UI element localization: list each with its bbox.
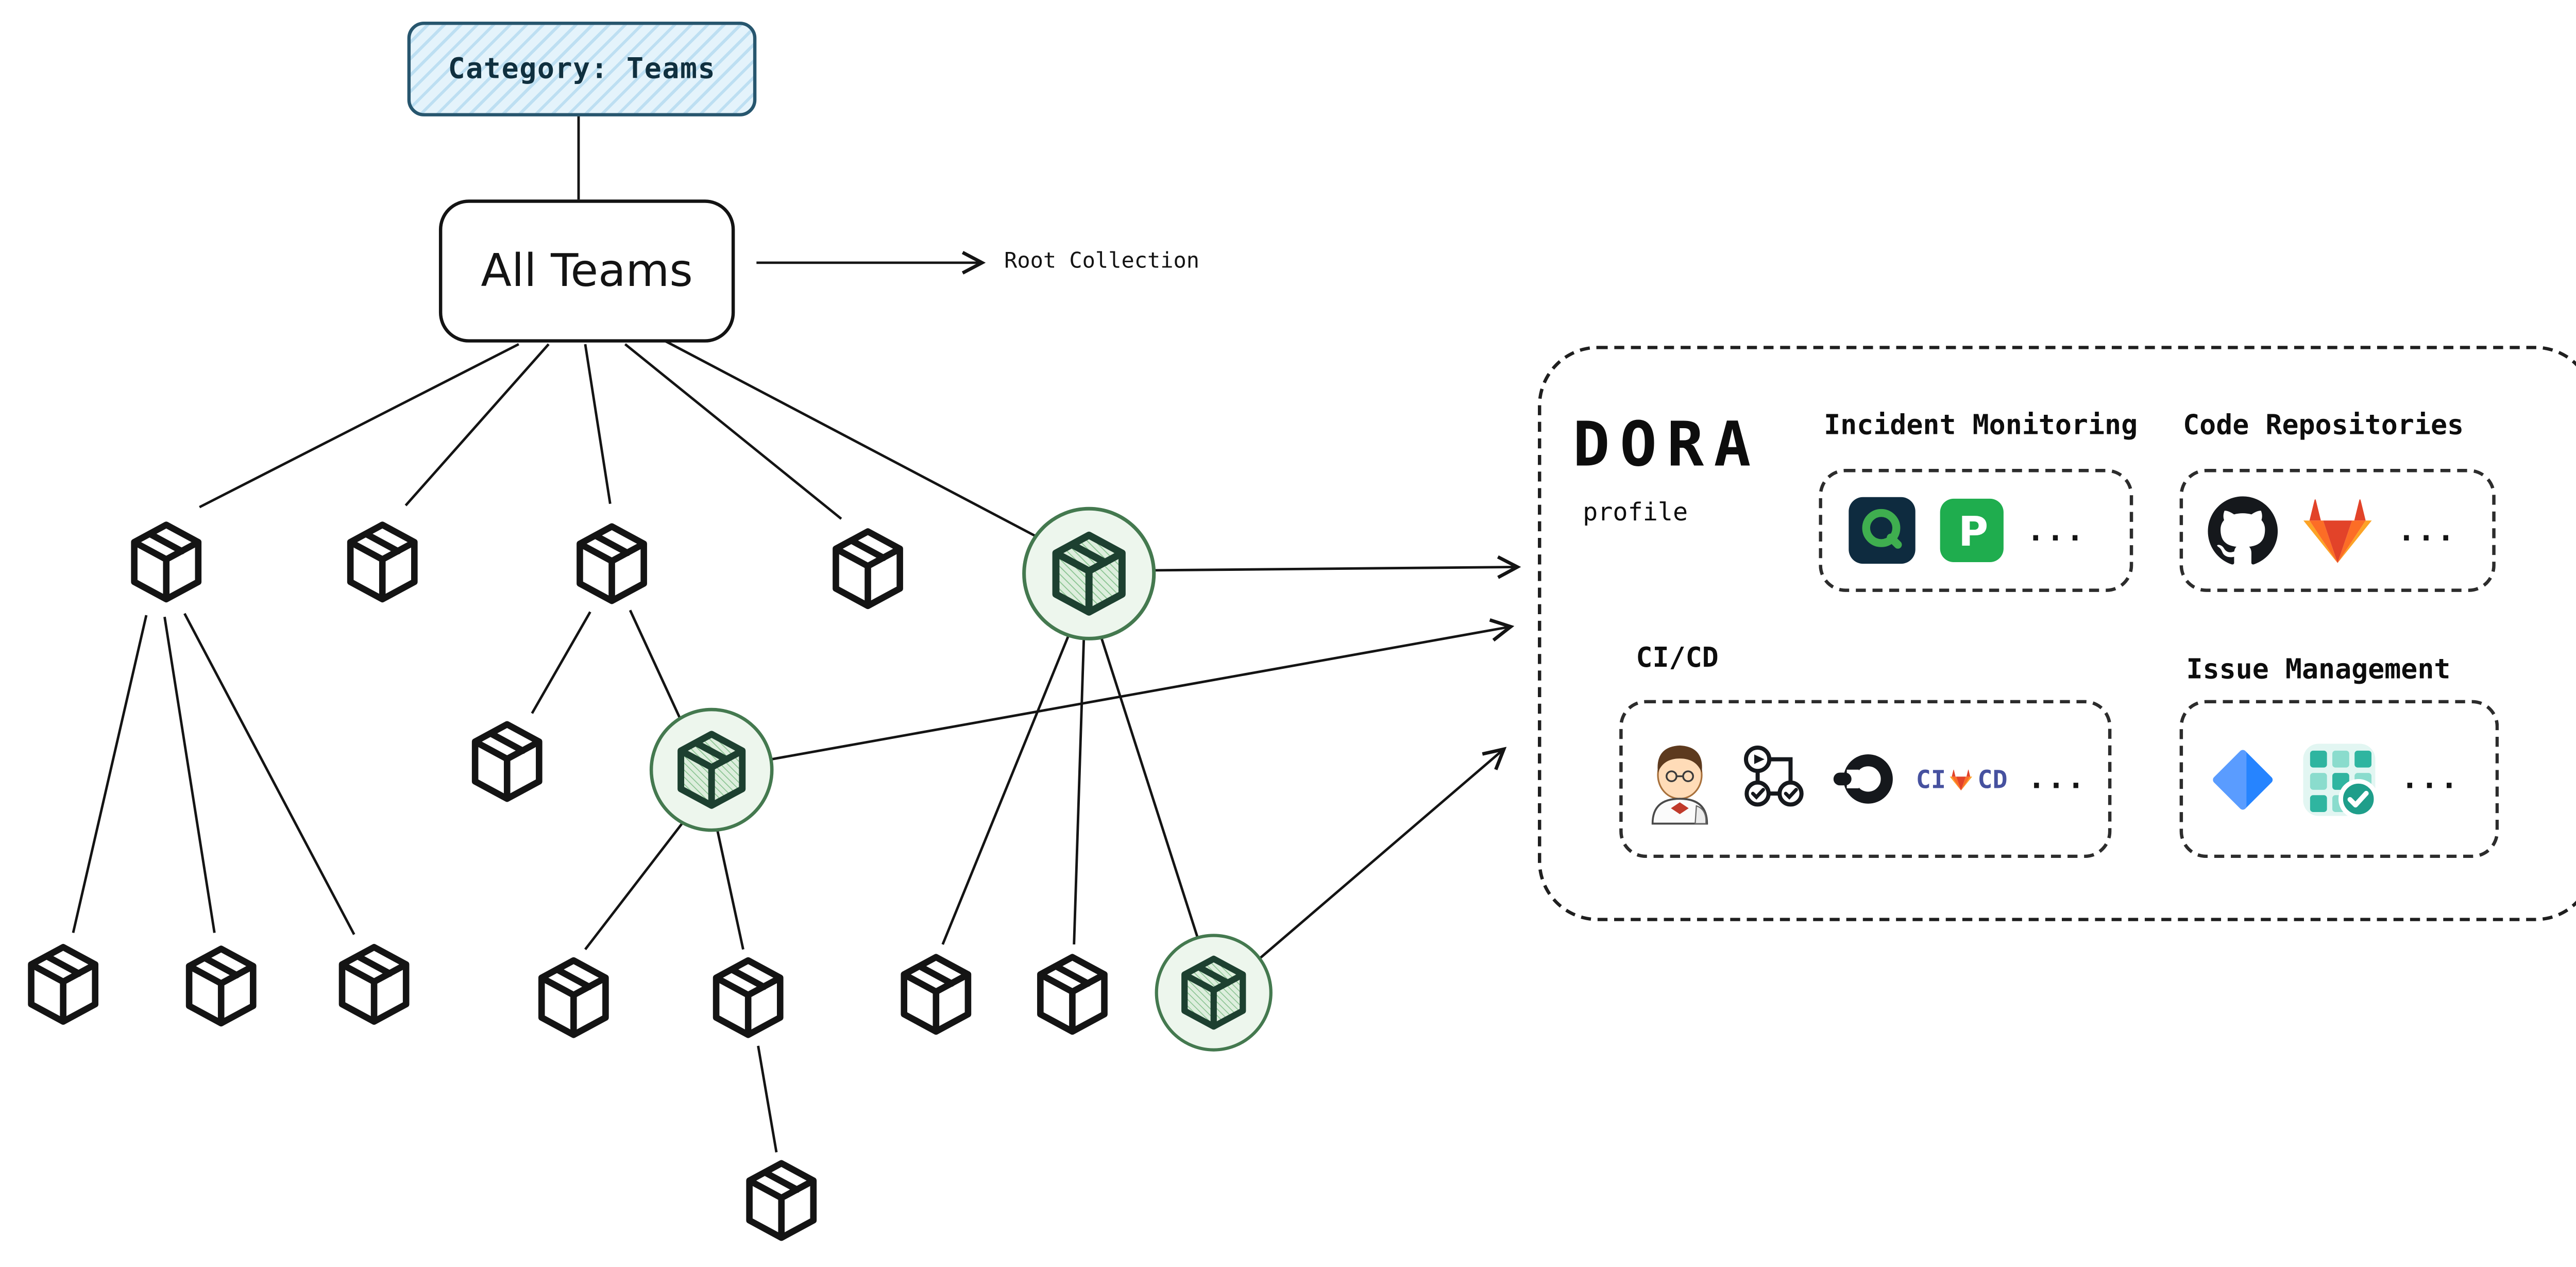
dora-subtitle: profile (1583, 497, 1688, 527)
gitlab-tanuki-small-icon (1950, 769, 1973, 790)
circleci-icon (1833, 754, 1893, 804)
team-collection-cube-icon (530, 954, 617, 1041)
root-collection-label: All Teams (481, 245, 693, 297)
dora-enabled-team-cube-icon (1019, 504, 1159, 644)
code-repositories-label: Code Repositories (2183, 409, 2464, 441)
kanban-board-check-icon (2303, 742, 2379, 818)
team-collection-cube-icon (464, 718, 550, 805)
code-repositories-box: ... (2179, 469, 2496, 592)
github-icon (2208, 496, 2278, 565)
gitlab-cicd-cd-text: CD (1977, 764, 2008, 794)
team-collection-cube-icon (331, 941, 417, 1028)
root-collection-node: All Teams (438, 199, 735, 343)
jenkins-icon (1651, 745, 1708, 824)
jira-icon (2213, 749, 2273, 809)
incident-monitoring-label: Incident Monitoring (1824, 409, 2138, 441)
pagerduty-letter: P (1958, 508, 1988, 555)
category-label: Category: Teams (448, 52, 716, 86)
team-collection-cube-icon (178, 943, 264, 1029)
gitlab-cicd-ci-text: CI (1916, 764, 1946, 794)
dora-enabled-team-cube-icon (647, 705, 776, 835)
cicd-more-ellipsis: ... (2027, 761, 2087, 797)
team-collection-cube-icon (20, 941, 107, 1028)
issues-more-ellipsis: ... (2400, 761, 2460, 797)
team-collection-cube-icon (825, 526, 911, 612)
dora-enabled-team-cube-icon (1152, 931, 1275, 1054)
team-collection-cube-icon (738, 1157, 825, 1244)
team-collection-cube-icon (1029, 951, 1116, 1038)
incident-more-ellipsis: ... (2026, 513, 2086, 548)
gitlab-icon (2303, 499, 2372, 563)
dora-title: DORA (1572, 409, 1761, 481)
root-collection-annotation: Root Collection (1004, 249, 1200, 275)
team-collection-cube-icon (123, 519, 210, 605)
team-collection-cube-icon (339, 519, 426, 605)
cicd-label: CI/CD (1636, 641, 1719, 673)
team-collection-cube-icon (705, 954, 791, 1041)
incident-monitoring-box: P ... (1819, 469, 2133, 592)
pagerduty-icon: P (1940, 498, 2004, 563)
workflow-pipeline-icon (1743, 745, 1803, 806)
team-collection-cube-icon (893, 951, 979, 1038)
issue-management-box: ... (2179, 700, 2499, 858)
repos-more-ellipsis: ... (2397, 513, 2457, 548)
team-collection-cube-icon (569, 520, 655, 607)
oncall-q-icon (1849, 497, 1916, 564)
gitlab-cicd-icon: CI CD (1916, 764, 2008, 794)
category-box: Category: Teams (407, 21, 757, 116)
issue-management-label: Issue Management (2186, 653, 2451, 685)
cicd-box: CI CD ... (1619, 700, 2112, 858)
